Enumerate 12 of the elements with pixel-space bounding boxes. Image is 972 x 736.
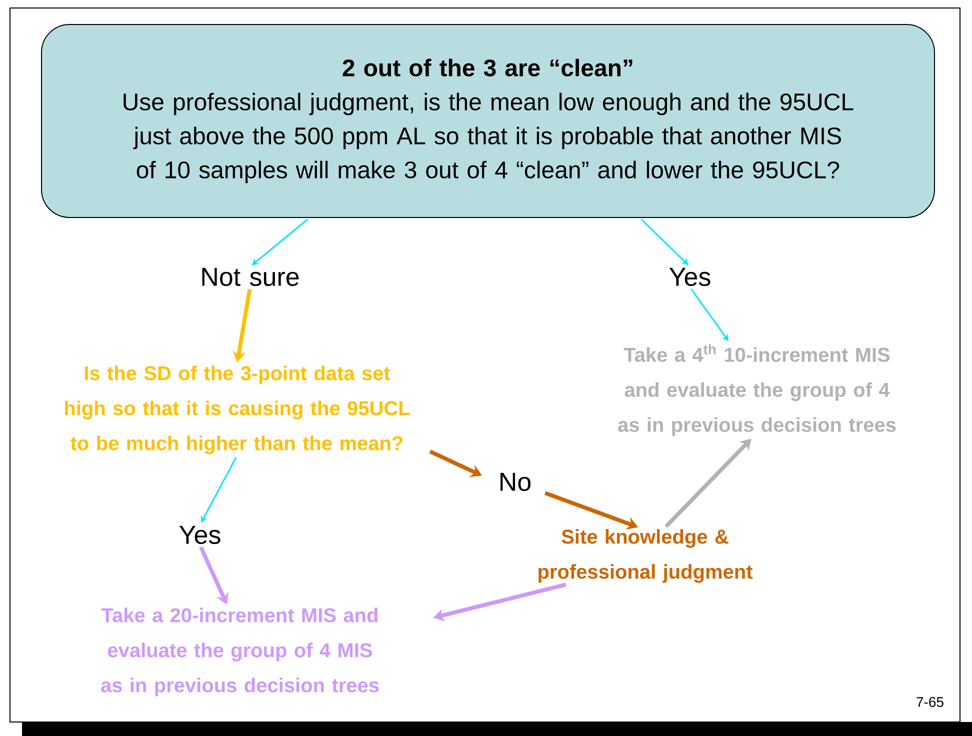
- question-box: 2 out of the 3 are “clean” Use professional judgment, is the mean low enough and the 95UCL just above the 500 ppm AL so that it is probable that another MIS of 10 samples will make 3 out of 4 “clean” and lower the 95UCL?: [41, 24, 935, 218]
- action-text: Take a 20-increment MIS and evaluate the group of 4 MIS as in previous decision trees: [101, 608, 379, 696]
- action-text: Take a 4$^{th}$ 10-increment MIS and evaluate the group of 4 as in previous decision trees: [618, 344, 896, 436]
- answer-label: No: [500, 472, 531, 492]
- decision-text: Site knowledge & professional judgment: [538, 529, 753, 583]
- answer-label: Yes: [669, 268, 710, 286]
- answer-label: Not sure: [202, 268, 299, 286]
- question-text: Is the SD of the 3-point data set high so that it is causing the 95UCL to be much higher than the mean?: [65, 366, 410, 454]
- answer-label: Yes: [179, 526, 220, 544]
- arrow: [252, 218, 308, 266]
- arrow: [664, 438, 752, 528]
- page-number: 7-65: [916, 697, 944, 707]
